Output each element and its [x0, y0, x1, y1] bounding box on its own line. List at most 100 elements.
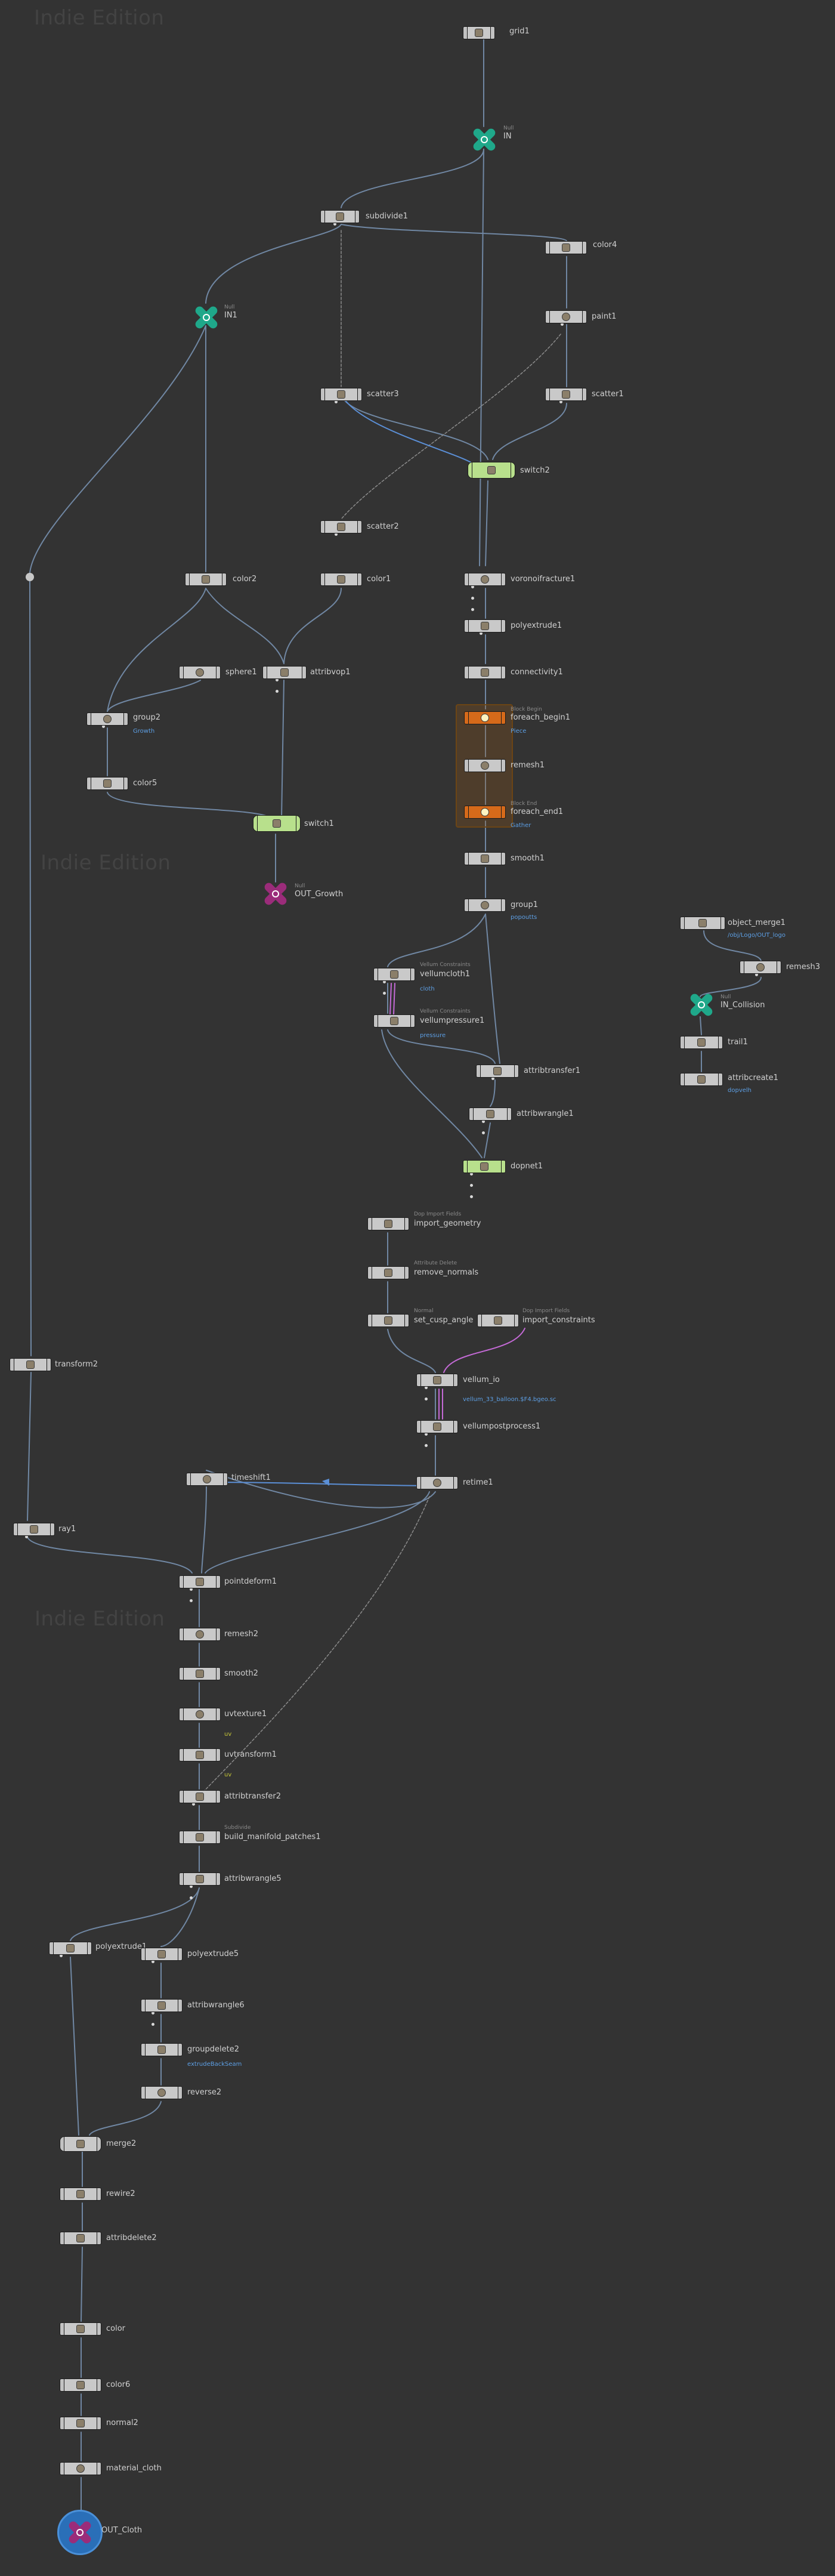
render-flag[interactable] [404, 1217, 409, 1230]
node-body[interactable] [60, 2188, 101, 2201]
render-flag[interactable] [87, 1942, 92, 1955]
node-body[interactable] [49, 1942, 92, 1955]
node-body[interactable] [463, 26, 495, 39]
render-flag[interactable] [97, 2378, 101, 2392]
render-flag[interactable] [178, 2043, 183, 2056]
render-flag[interactable] [410, 1014, 415, 1028]
display-flag[interactable] [179, 1872, 184, 1886]
render-flag[interactable] [47, 1358, 51, 1371]
display-flag[interactable] [680, 1073, 685, 1086]
display-flag[interactable] [464, 852, 469, 865]
node-body[interactable] [13, 1523, 55, 1536]
display-flag[interactable] [464, 619, 469, 633]
render-flag[interactable] [453, 1476, 458, 1489]
render-flag[interactable] [216, 1748, 221, 1761]
node-body[interactable] [179, 1708, 221, 1721]
node-body[interactable] [545, 310, 587, 323]
node-body[interactable] [179, 1872, 221, 1886]
render-flag[interactable] [302, 666, 307, 679]
node-body[interactable] [373, 1014, 415, 1028]
display-flag[interactable] [477, 1314, 482, 1327]
node-body[interactable] [186, 1473, 228, 1486]
display-flag[interactable] [60, 2462, 64, 2475]
display-flag[interactable] [186, 1473, 191, 1486]
display-flag[interactable] [86, 777, 91, 790]
display-flag[interactable] [185, 573, 190, 586]
display-flag[interactable] [464, 899, 469, 912]
node-body[interactable] [464, 573, 506, 586]
node-body[interactable] [416, 1374, 458, 1387]
render-flag[interactable] [216, 1831, 221, 1844]
node-body[interactable] [680, 1073, 723, 1086]
render-flag[interactable] [178, 2086, 183, 2099]
render-flag[interactable] [216, 666, 221, 679]
node-body[interactable] [464, 666, 506, 679]
display-flag[interactable] [367, 1314, 372, 1327]
display-flag[interactable] [464, 806, 469, 819]
node-body[interactable] [320, 388, 362, 401]
display-flag[interactable] [320, 520, 325, 533]
node-body[interactable] [464, 806, 506, 819]
display-flag[interactable] [464, 759, 469, 772]
render-flag[interactable] [777, 961, 781, 974]
display-flag[interactable] [545, 388, 550, 401]
display-flag[interactable] [464, 711, 469, 724]
node-body[interactable] [86, 777, 128, 790]
node-body[interactable] [60, 2378, 101, 2392]
node-body[interactable] [10, 1358, 51, 1371]
display-flag[interactable] [179, 1790, 184, 1803]
display-flag[interactable] [680, 1036, 685, 1049]
render-flag[interactable] [123, 712, 128, 726]
node-body[interactable] [545, 388, 587, 401]
display-flag[interactable] [141, 1999, 146, 2012]
render-flag[interactable] [501, 806, 506, 819]
display-flag[interactable] [373, 968, 378, 981]
node-body[interactable] [60, 2136, 101, 2152]
render-flag[interactable] [501, 852, 506, 865]
render-flag[interactable] [97, 2232, 101, 2245]
render-flag[interactable] [582, 388, 587, 401]
display-flag[interactable] [253, 815, 258, 832]
display-flag[interactable] [320, 388, 325, 401]
display-flag[interactable] [367, 1266, 372, 1279]
display-flag[interactable] [60, 2188, 64, 2201]
render-flag[interactable] [97, 2136, 101, 2152]
render-flag[interactable] [507, 1107, 512, 1121]
node-body[interactable] [179, 1575, 221, 1588]
display-flag[interactable] [179, 1628, 184, 1641]
render-flag[interactable] [718, 1073, 723, 1086]
render-flag[interactable] [216, 1708, 221, 1721]
display-flag[interactable] [367, 1217, 372, 1230]
render-flag[interactable] [355, 210, 360, 223]
render-flag[interactable] [216, 1667, 221, 1680]
node-body[interactable] [464, 852, 506, 865]
display-flag[interactable] [179, 1667, 184, 1680]
null-badge[interactable] [468, 123, 501, 156]
node-body[interactable] [179, 666, 221, 679]
render-flag[interactable] [514, 1065, 519, 1078]
render-flag[interactable] [357, 388, 362, 401]
display-flag[interactable] [463, 26, 468, 39]
display-flag[interactable] [60, 2322, 64, 2336]
display-flag[interactable] [60, 2232, 64, 2245]
display-flag[interactable] [141, 1948, 146, 1961]
node-body[interactable] [141, 1948, 183, 1961]
render-flag[interactable] [501, 573, 506, 586]
display-flag[interactable] [320, 210, 325, 223]
display-flag[interactable] [179, 1575, 184, 1588]
render-flag[interactable] [97, 2322, 101, 2336]
display-flag[interactable] [469, 1107, 474, 1121]
node-body[interactable] [179, 1628, 221, 1641]
node-body[interactable] [367, 1314, 409, 1327]
render-flag[interactable] [501, 619, 506, 633]
render-flag[interactable] [97, 2462, 101, 2475]
render-flag[interactable] [514, 1314, 519, 1327]
null-badge[interactable] [190, 301, 223, 334]
node-body[interactable] [476, 1065, 519, 1078]
node-body[interactable] [680, 1036, 723, 1049]
display-flag[interactable] [86, 712, 91, 726]
node-body[interactable] [60, 2462, 101, 2475]
node-body[interactable] [367, 1266, 409, 1279]
node-body[interactable] [60, 2232, 101, 2245]
node-body[interactable] [141, 2086, 183, 2099]
